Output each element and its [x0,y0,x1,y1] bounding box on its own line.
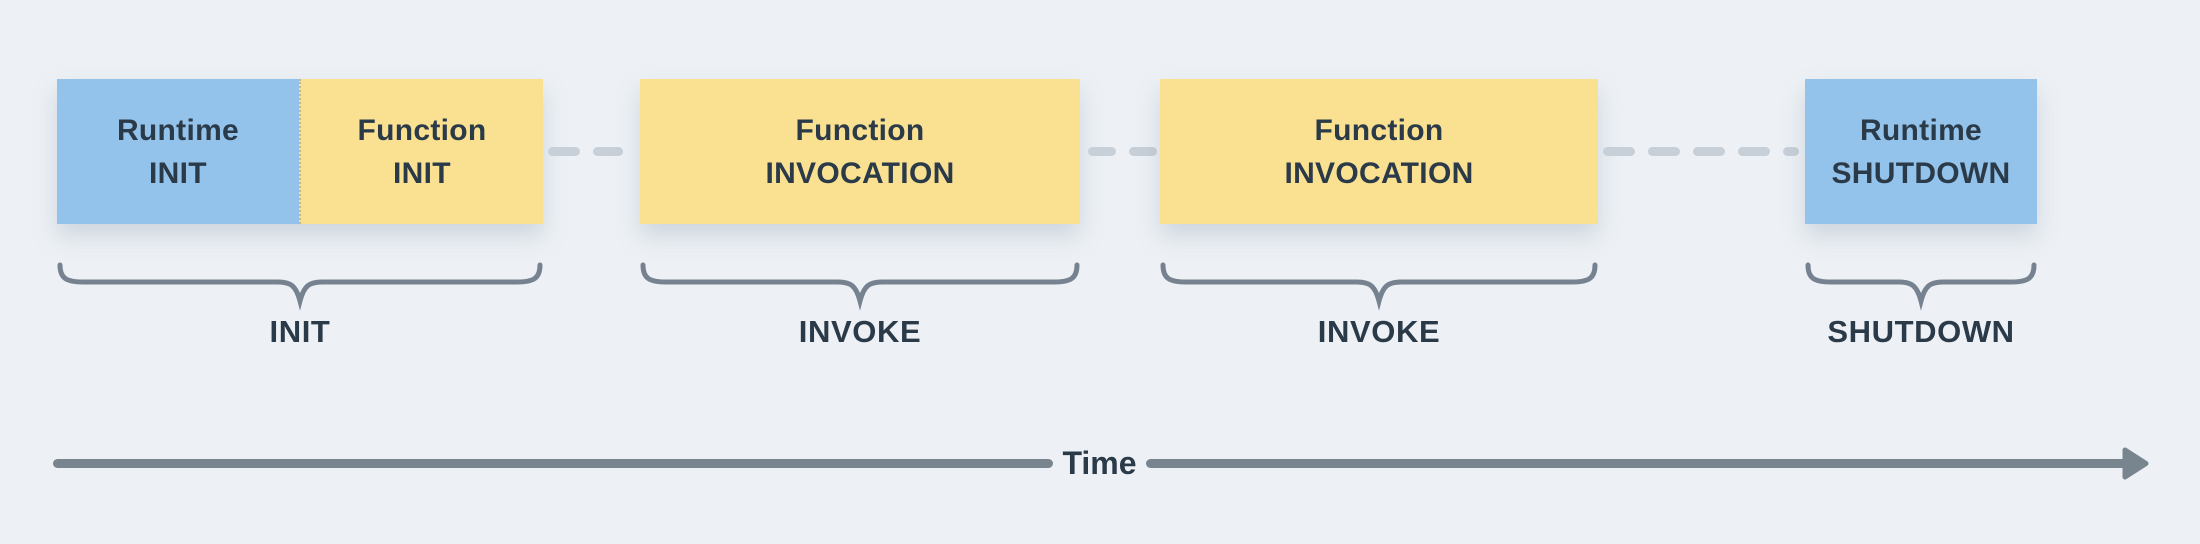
connector-dash [1738,147,1770,156]
block-runtime-shutdown: Runtime SHUTDOWN [1805,79,2037,224]
time-axis-line-left [53,459,1053,468]
block-function-invocation-2: Function INVOCATION [1160,79,1598,224]
connector-dash [1693,147,1725,156]
phase-blocks-shutdown: Runtime SHUTDOWN [1805,79,2037,224]
connector-dash [1648,147,1680,156]
phase-blocks-init: Runtime INIT Function INIT [57,79,543,224]
phase-group-shutdown: Runtime SHUTDOWN SHUTDOWN [1805,79,2037,350]
connector-dash [1129,147,1157,156]
time-axis-line-right [1146,459,2127,468]
phase-label-invoke-1: INVOKE [798,314,922,349]
time-axis-label: Time [1062,445,1137,481]
dashed-connector-1 [548,147,623,156]
phase-label-init: INIT [269,314,331,349]
dashed-connector-3 [1603,147,1799,156]
brace-invoke-2 [1160,262,1598,311]
phase-group-invoke-2: Function INVOCATION INVOKE [1160,79,1598,350]
block-runtime-init: Runtime INIT [57,79,299,224]
brace-init [57,262,543,311]
dashed-connector-2 [1088,147,1157,156]
connector-dash [548,147,580,156]
phase-label-invoke-2: INVOKE [1317,314,1441,349]
block-function-init: Function INIT [299,79,543,224]
brace-shutdown [1805,262,2037,311]
block-function-invocation-1: Function INVOCATION [640,79,1080,224]
phase-label-shutdown: SHUTDOWN [1827,314,2015,349]
connector-dash [1088,147,1116,156]
connector-dash [593,147,623,156]
phase-blocks-invoke-2: Function INVOCATION [1160,79,1598,224]
phase-group-init: Runtime INIT Function INIT INIT [57,79,543,350]
time-axis-arrowhead-icon [2122,447,2149,480]
connector-dash [1603,147,1635,156]
brace-invoke-1 [640,262,1080,311]
phase-blocks-invoke-1: Function INVOCATION [640,79,1080,224]
connector-dash [1783,147,1799,156]
phase-group-invoke-1: Function INVOCATION INVOKE [640,79,1080,350]
